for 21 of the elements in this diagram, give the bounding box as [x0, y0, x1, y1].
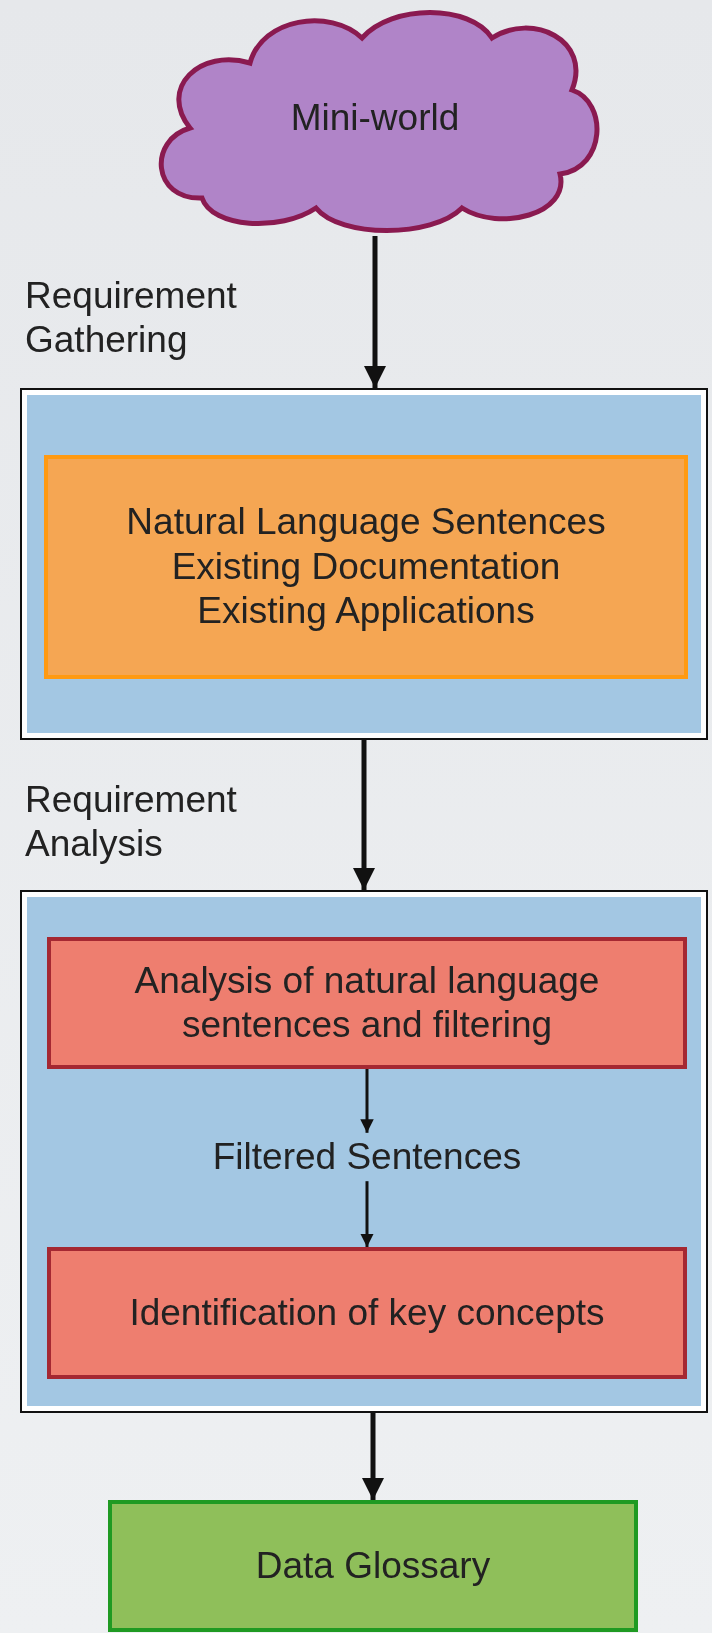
node-label: Identification of key concepts	[129, 1290, 605, 1335]
stage-panel	[20, 388, 708, 740]
node-label: Analysis of natural language sentences and filtering	[133, 958, 601, 1047]
arrow	[352, 740, 376, 890]
arrow	[360, 1069, 374, 1133]
stage-panel	[20, 890, 708, 1413]
process-box	[47, 937, 687, 1069]
edge-label: Requirement Gathering	[25, 274, 238, 363]
node-label: Existing Documentation	[171, 544, 561, 589]
process-box	[47, 1247, 687, 1379]
edge-label: Requirement Analysis	[25, 778, 238, 867]
process-box	[44, 455, 688, 679]
output-box	[108, 1500, 638, 1632]
arrow	[360, 1181, 374, 1247]
node-label: Existing Applications	[197, 589, 535, 634]
node-label: Natural Language Sentences	[126, 500, 606, 545]
arrow	[363, 236, 387, 388]
intermediate-label: Filtered Sentences	[212, 1134, 522, 1179]
node-label: Mini-world	[290, 95, 460, 140]
arrow	[361, 1413, 385, 1500]
node-label: Data Glossary	[255, 1543, 491, 1588]
